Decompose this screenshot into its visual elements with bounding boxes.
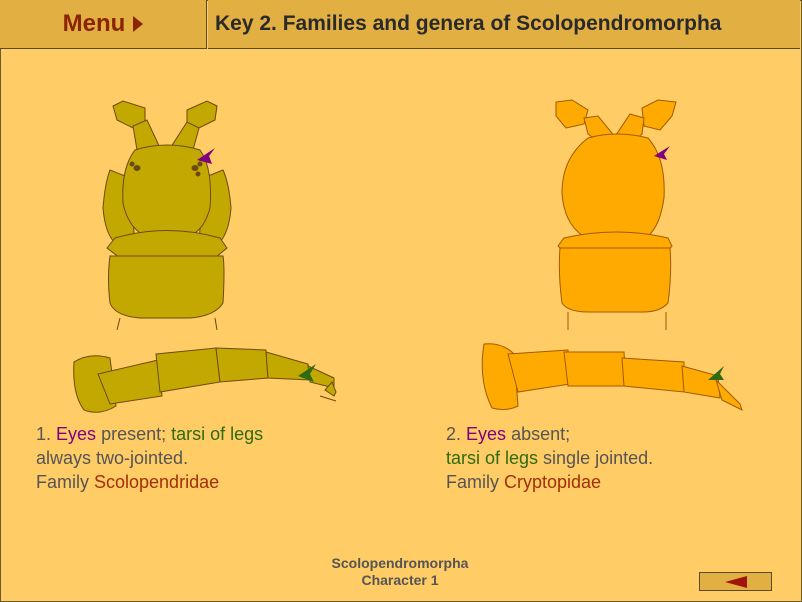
option-1-number: 1. xyxy=(36,424,52,444)
option-1-family-name: Scolopendridae xyxy=(94,472,220,492)
page-title: Key 2. Families and genera of Scolopendr… xyxy=(215,12,722,35)
option-1-tarsi: tarsi of legs xyxy=(171,424,264,444)
eye-pointer-arrow-icon xyxy=(654,146,670,160)
arrow-left-icon xyxy=(724,575,747,588)
menu-label: Menu xyxy=(62,10,126,37)
option-2-tarsi-suffix: single jointed. xyxy=(538,448,654,468)
option-2-family-name: Cryptopidae xyxy=(504,472,602,492)
option-1-eyes: Eyes xyxy=(56,424,97,444)
option-1-family-prefix: Family xyxy=(36,472,94,492)
option-2-eyes-state: absent; xyxy=(506,424,571,444)
footer-line-1: Scolopendromorpha xyxy=(331,555,469,571)
tarsus-pointer-arrow-icon xyxy=(298,364,316,382)
footer-caption: Scolopendromorpha Character 1 xyxy=(300,555,500,589)
eye-pointer-arrow-icon xyxy=(197,148,215,164)
option-1-caption[interactable]: 1. Eyes present; tarsi of legs always tw… xyxy=(36,422,336,494)
option-2-family-prefix: Family xyxy=(446,472,504,492)
option-1-eyes-state: present; xyxy=(96,424,172,444)
option-2-tarsi: tarsi of legs xyxy=(446,448,539,468)
title-bar: Key 2. Families and genera of Scolopendr… xyxy=(208,0,800,49)
cryptopidae-leg-figure xyxy=(481,343,743,411)
back-button[interactable] xyxy=(699,572,772,591)
cryptopidae-head-figure xyxy=(555,99,677,330)
menu-button[interactable]: Menu xyxy=(0,0,207,49)
option-1-line2: always two-jointed. xyxy=(36,448,189,468)
option-2-number: 2. xyxy=(446,424,462,444)
tarsus-pointer-arrow-icon xyxy=(708,366,724,380)
option-2-caption[interactable]: 2. Eyes absent; tarsi of legs single joi… xyxy=(446,422,766,494)
scolopendridae-head-figure xyxy=(102,100,232,330)
footer-line-2: Character 1 xyxy=(361,572,439,588)
scolopendridae-leg-figure xyxy=(73,347,337,413)
triangle-right-icon xyxy=(133,16,144,32)
option-2-eyes: Eyes xyxy=(466,424,507,444)
